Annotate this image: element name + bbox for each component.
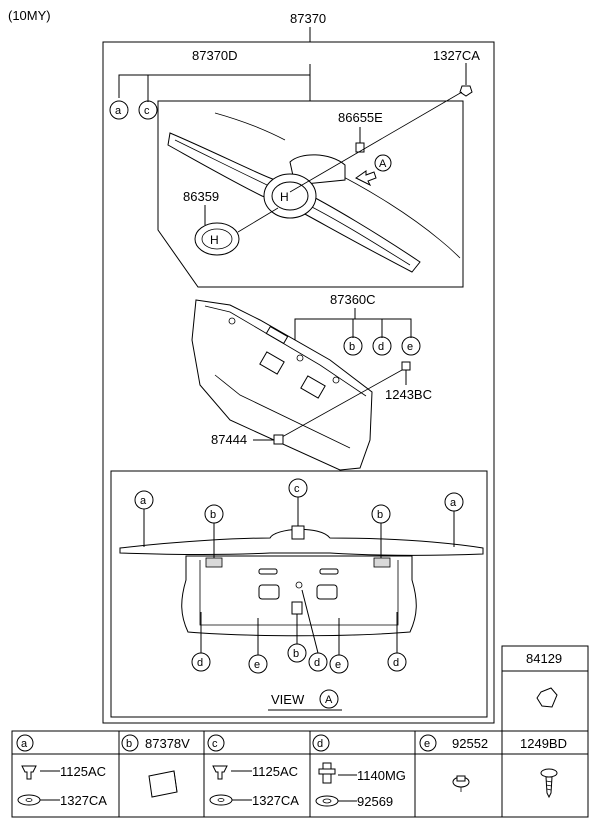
svg-text:c: c <box>144 105 150 117</box>
svg-text:A: A <box>379 158 387 170</box>
washer-icon <box>209 794 233 806</box>
legend-d-item-1: 1140MG <box>357 768 406 783</box>
clip-fastener-icon <box>212 765 228 780</box>
clip-icon <box>459 85 473 97</box>
view-title: VIEW <box>271 692 305 707</box>
svg-text:c: c <box>212 738 218 750</box>
legend-key-d: d <box>312 734 330 752</box>
garnish-bracket <box>118 74 311 101</box>
svg-text:a: a <box>115 105 122 117</box>
side-box-part-number: 84129 <box>526 651 562 666</box>
svg-text:b: b <box>377 509 383 521</box>
svg-text:d: d <box>393 657 399 669</box>
legend-key-e: e <box>419 734 437 752</box>
marker-a-view-left: a <box>134 490 154 510</box>
emblem-part-number: 86655E <box>338 110 383 125</box>
screw-icon <box>401 361 411 371</box>
nut-icon <box>273 434 284 445</box>
svg-text:A: A <box>325 694 333 706</box>
badge-part-number: 86359 <box>183 189 219 204</box>
tailgate-panel <box>191 299 373 471</box>
marker-a-top: a <box>109 100 129 120</box>
legend-e-part: 92552 <box>452 736 488 751</box>
svg-text:c: c <box>294 483 300 495</box>
svg-text:d: d <box>314 657 320 669</box>
model-year-label: (10MY) <box>8 8 51 23</box>
svg-text:d: d <box>378 341 384 353</box>
marker-b-panel: b <box>343 336 363 356</box>
legend-a-item-1: 1125AC <box>60 764 106 779</box>
svg-text:a: a <box>21 738 28 750</box>
legend-key-a: a <box>16 734 34 752</box>
svg-text:e: e <box>335 659 341 671</box>
legend-table <box>11 730 589 818</box>
bolt-icon <box>318 762 336 784</box>
marker-b-view-left: b <box>204 504 224 524</box>
washer-icon <box>17 794 41 806</box>
svg-text:a: a <box>140 495 147 507</box>
nut-part-number: 87444 <box>211 432 247 447</box>
marker-d-view-2: d <box>308 652 328 672</box>
panel-part-number: 87360C <box>330 292 376 307</box>
marker-e-view-2: e <box>329 654 349 674</box>
marker-c-view: c <box>288 478 308 498</box>
garnish-bar: H <box>167 112 461 273</box>
badge-icon: H <box>194 222 240 256</box>
washer-icon <box>315 795 339 807</box>
svg-text:b: b <box>349 341 355 353</box>
svg-text:b: b <box>126 738 132 750</box>
view-frame <box>110 470 488 718</box>
svg-text:H: H <box>210 233 219 247</box>
pad-icon <box>148 770 178 798</box>
marker-a-view-right: a <box>444 492 464 512</box>
view-a-pointer: A <box>355 154 392 187</box>
marker-c-top: c <box>138 100 158 120</box>
legend-c-item-2: 1327CA <box>252 793 299 808</box>
svg-text:b: b <box>210 509 216 521</box>
screw-part-number: 1243BC <box>385 387 432 402</box>
clip-fastener-icon <box>21 765 37 780</box>
marker-d-panel: d <box>372 336 392 356</box>
legend-b-part: 87378V <box>145 736 190 751</box>
garnish-frame <box>157 100 464 288</box>
plug-icon <box>536 687 558 708</box>
main-frame <box>102 41 495 724</box>
svg-text:a: a <box>450 497 457 509</box>
view-title-ref: A <box>319 689 339 709</box>
marker-e-view-1: e <box>248 654 268 674</box>
push-nut-icon <box>452 775 470 792</box>
legend-f-part: 1249BD <box>520 736 567 751</box>
clip-guide-line <box>289 91 463 193</box>
garnish-part-number: 87370D <box>192 48 238 63</box>
marker-d-view-3: d <box>387 652 407 672</box>
svg-text:e: e <box>424 738 430 750</box>
view-tailgate <box>119 525 484 637</box>
legend-a-item-2: 1327CA <box>60 793 107 808</box>
marker-e-panel: e <box>401 336 421 356</box>
screw-icon <box>540 768 558 799</box>
svg-text:e: e <box>407 341 413 353</box>
main-part-number: 87370 <box>290 11 326 26</box>
svg-text:b: b <box>293 648 299 660</box>
svg-text:d: d <box>197 657 203 669</box>
clip-part-number: 1327CA <box>433 48 480 63</box>
marker-b-view-bottom: b <box>287 643 307 663</box>
legend-key-c: c <box>207 734 225 752</box>
emblem-clip <box>355 142 365 153</box>
marker-d-view-1: d <box>191 652 211 672</box>
legend-d-item-2: 92569 <box>357 794 393 809</box>
badge-guide-line <box>237 207 279 233</box>
svg-text:H: H <box>280 190 289 204</box>
marker-b-view-right: b <box>371 504 391 524</box>
svg-text:d: d <box>317 738 323 750</box>
legend-key-b: b <box>121 734 139 752</box>
svg-text:e: e <box>254 659 260 671</box>
leader-d-2 <box>301 589 319 654</box>
legend-c-item-1: 1125AC <box>252 764 298 779</box>
screw-guide-line <box>281 369 403 438</box>
